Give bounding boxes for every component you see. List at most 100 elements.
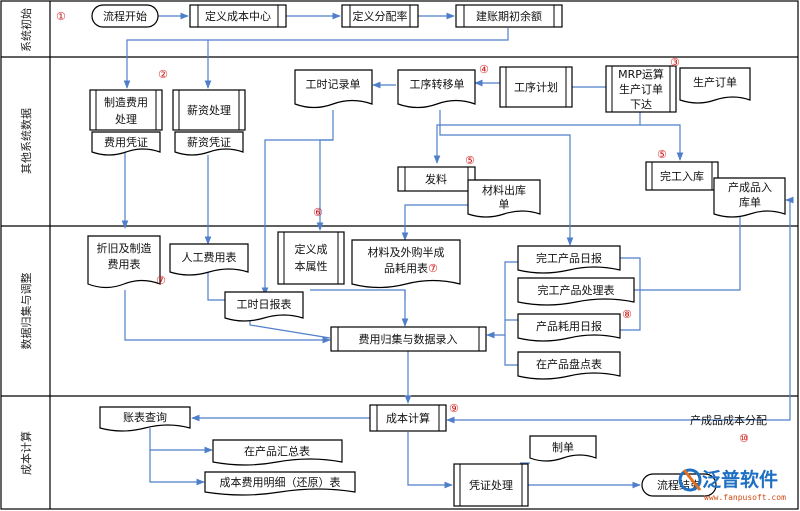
lane-labels: 系统初始 其他系统数据 数据归集与调整 成本计算 (19, 8, 33, 475)
lane-label-cost-calc: 成本计算 (19, 431, 33, 475)
node-cost-collection: 费用归集与数据录入 (330, 326, 487, 352)
badge-7b: ⑦ (428, 262, 438, 275)
doc-work-hour-label: 工时日报表 (237, 297, 292, 311)
node-mfg-expense-label-2: 处理 (115, 113, 137, 126)
doc-payroll-voucher-label: 薪资凭证 (187, 135, 231, 149)
doc-material-issue-label-1: 材料出库 (482, 183, 526, 197)
doc-product-consumption: 产品耗用日报 (517, 313, 621, 342)
lane-label-init: 系统初始 (19, 8, 33, 52)
doc-wip-inventory-label: 在产品盘点表 (536, 357, 602, 371)
badge-1: ① (56, 10, 66, 23)
node-start: 流程开始 (91, 4, 159, 28)
badge-2: ② (158, 68, 168, 81)
node-process-plan-label: 工序计划 (514, 80, 558, 94)
badge-3: ③ (670, 56, 680, 69)
node-payroll-label: 薪资处理 (187, 104, 231, 117)
doc-cost-detail-label: 成本费用明细（还原）表 (220, 475, 341, 489)
doc-process-transfer-label: 工序转移单 (410, 77, 465, 91)
node-material-issue-label: 发料 (425, 172, 447, 186)
doc-process-transfer: 工序转移单 (397, 69, 476, 109)
doc-depreciation-label-2: 费用表 (108, 257, 141, 271)
node-mrp-label-1: MRP运算 (618, 67, 664, 81)
node-cost-calc: 成本计算 (369, 404, 447, 432)
doc-wip-summary-label: 在产品汇总表 (244, 444, 310, 458)
node-define-cost-center: 定义成本中心 (189, 4, 287, 28)
badge-9: ⑨ (449, 402, 459, 415)
brand-name: 泛普软件 (702, 468, 778, 491)
node-payroll: 薪资处理 (172, 89, 246, 131)
doc-material-consumption-label-1: 材料及外购半成 (368, 245, 445, 259)
node-cost-calc-label: 成本计算 (386, 411, 430, 425)
doc-material-issue: 材料出库 单 (467, 179, 541, 218)
node-define-allocation-rate: 定义分配率 (341, 4, 419, 28)
doc-voucher-make: 制单 (529, 435, 597, 462)
badge-10: ⑩ (739, 432, 749, 445)
node-voucher-processing-label: 凭证处理 (469, 478, 513, 492)
doc-time-record: 工时记录单 (294, 69, 373, 109)
lane-label-collection: 数据归集与调整 (19, 273, 33, 350)
doc-labor-cost-table: 人工费用表 (169, 243, 249, 276)
doc-work-hour-report: 工时日报表 (224, 291, 304, 322)
doc-product-storage-label-1: 产成品入 (728, 180, 772, 194)
node-define-cost-center-label: 定义成本中心 (205, 9, 271, 23)
label-product-cost-allocation: 产成品成本分配 (690, 413, 767, 427)
node-opening-balance: 建账期初余额 (455, 4, 563, 28)
node-mrp-label-3: 下达 (630, 98, 652, 111)
doc-material-consumption-label-2: 品耗用表 (384, 261, 428, 275)
doc-wip-inventory: 在产品盘点表 (517, 351, 621, 380)
doc-production-order-label: 生产订单 (693, 75, 737, 89)
node-finish-storage-label: 完工入库 (660, 169, 704, 183)
step-badges: ① ② ③ ④ ⑤ ⑤ ⑥ ⑦ ⑦ ⑧ ⑨ ⑩ (56, 10, 749, 445)
node-mrp: MRP运算 生产订单 下达 (605, 65, 677, 113)
badge-4: ④ (479, 63, 489, 76)
badge-8: ⑧ (622, 308, 632, 321)
doc-report-query-label: 账表查询 (123, 410, 167, 424)
doc-finished-processing-label: 完工产品处理表 (538, 283, 615, 297)
doc-payroll-voucher: 薪资凭证 (174, 131, 244, 156)
node-voucher-processing: 凭证处理 (453, 463, 529, 507)
node-start-label: 流程开始 (103, 9, 147, 23)
doc-expense-voucher: 费用凭证 (91, 131, 161, 156)
badge-7a: ⑦ (156, 274, 166, 287)
doc-material-issue-label-2: 单 (499, 198, 510, 211)
node-define-cost-attr-label-2: 本属性 (295, 259, 328, 273)
node-define-cost-attr: 定义成 本属性 (277, 231, 345, 285)
doc-cost-detail: 成本费用明细（还原）表 (204, 471, 356, 496)
node-material-issue: 发料 (397, 166, 476, 192)
brand-url: www.fanpusoft.com (704, 493, 786, 502)
doc-report-query: 账表查询 (99, 406, 191, 432)
node-mrp-label-2: 生产订单 (619, 82, 663, 96)
node-cost-collection-label: 费用归集与数据录入 (359, 332, 458, 346)
badge-5b: ⑤ (657, 148, 667, 161)
doc-labor-cost-label: 人工费用表 (182, 250, 237, 264)
brand-logo-icon (678, 468, 702, 492)
node-mfg-expense-label-1: 制造费用 (104, 95, 148, 109)
doc-product-storage: 产成品入 库单 (713, 177, 786, 218)
doc-production-order: 生产订单 (679, 67, 751, 104)
doc-finished-processing: 完工产品处理表 (517, 277, 635, 306)
doc-voucher-make-label: 制单 (552, 441, 574, 454)
doc-expense-voucher-label: 费用凭证 (104, 135, 148, 149)
doc-product-storage-label-2: 库单 (739, 196, 761, 209)
node-opening-balance-label: 建账期初余额 (476, 9, 542, 23)
doc-product-consumption-label: 产品耗用日报 (536, 319, 602, 333)
doc-time-record-label: 工时记录单 (306, 78, 361, 91)
doc-finished-daily: 完工产品日报 (517, 245, 621, 274)
node-process-plan: 工序计划 (499, 66, 573, 108)
node-mfg-expense: 制造费用 处理 (89, 89, 163, 131)
badge-5a: ⑤ (465, 154, 475, 167)
lane-label-other-data: 其他系统数据 (19, 108, 33, 174)
node-define-cost-attr-label-1: 定义成 (295, 242, 328, 256)
watermark-logo: 泛普软件 www.fanpusoft.com (678, 468, 786, 502)
node-define-allocation-rate-label: 定义分配率 (353, 9, 408, 23)
node-finish-storage: 完工入库 (645, 161, 719, 191)
doc-depreciation-table: 折旧及制造 费用表 (87, 235, 161, 289)
doc-wip-summary: 在产品汇总表 (212, 439, 343, 466)
badge-6: ⑥ (313, 206, 323, 219)
doc-finished-daily-label: 完工产品日报 (536, 251, 602, 265)
doc-depreciation-label-1: 折旧及制造 (97, 241, 152, 255)
doc-material-consumption: 材料及外购半成 品耗用表 (351, 239, 461, 289)
